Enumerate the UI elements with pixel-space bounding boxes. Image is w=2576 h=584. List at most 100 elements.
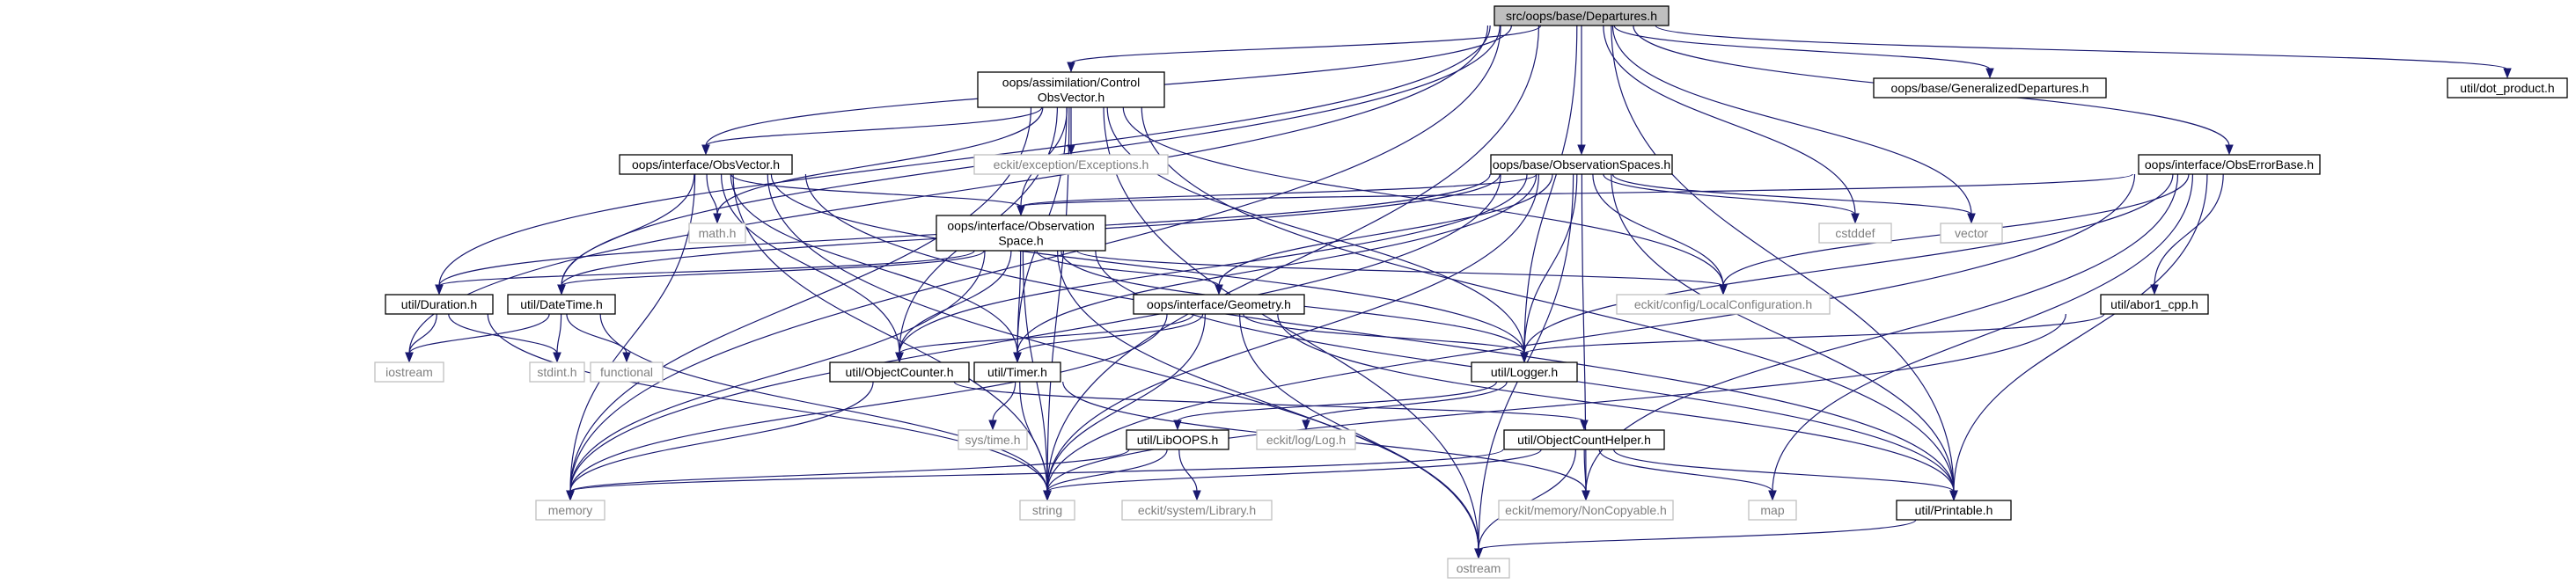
node-box-mathh — [688, 223, 746, 244]
edge-objectcounthelper-to-ostream — [1478, 449, 1576, 551]
node-abor1[interactable]: util/abor1_cpp.h — [2100, 294, 2209, 315]
edge-arrowhead-objectcounthelper-to-memory — [566, 490, 575, 501]
edge-observationspace-to-geometry — [1036, 250, 1220, 287]
node-label-observationspace-line-1: Space.h — [998, 234, 1043, 248]
node-geometry[interactable]: oops/interface/Geometry.h — [1133, 294, 1305, 315]
edge-observationspaces-to-logger — [1523, 173, 1578, 354]
node-label-memory-line-0: memory — [548, 503, 593, 517]
node-label-exceptions-line-0: eckit/exception/Exceptions.h — [994, 157, 1149, 172]
edge-objectcounthelper-to-string — [1046, 449, 1542, 493]
edge-arrowhead-geometry-to-timer — [1013, 352, 1022, 363]
node-box-observationspace — [936, 215, 1106, 252]
node-timer[interactable]: util/Timer.h — [973, 361, 1061, 383]
nodes-layer: src/oops/base/Departures.h oops/assimilat… — [374, 5, 2568, 579]
node-departures[interactable]: src/oops/base/Departures.h — [1493, 5, 1670, 26]
node-logger[interactable]: util/Logger.h — [1471, 361, 1578, 383]
edge-geometry-to-timer — [1016, 313, 1204, 354]
edge-controlobsvector-to-string — [1046, 106, 1070, 493]
edge-obsvector-to-memory — [569, 173, 696, 493]
edge-departures-to-printable — [1611, 25, 1955, 493]
node-box-functional — [590, 361, 664, 383]
node-liboops[interactable]: util/LibOOPS.h — [1126, 429, 1229, 450]
node-box-generalizeddepartures — [1873, 77, 2107, 99]
edge-arrowhead-printable-to-ostream — [1474, 548, 1483, 559]
edge-obserrorbase-to-string — [1046, 173, 2136, 493]
node-objectcounter[interactable]: util/ObjectCounter.h — [829, 361, 970, 383]
edge-arrowhead-logger-to-eckitlog — [1302, 420, 1310, 431]
node-memory: memory — [535, 500, 605, 521]
node-label-controlobsvector-line-1: ObsVector.h — [1038, 91, 1105, 105]
edge-objectcounthelper-to-memory — [569, 449, 1504, 493]
node-dotproduct[interactable]: util/dot_product.h — [2447, 77, 2568, 99]
edge-controlobsvector-to-obsvector — [705, 106, 1043, 147]
edge-controlobsvector-to-memory — [569, 106, 1032, 493]
edge-observationspace-to-objectcounter — [899, 250, 1012, 354]
edge-controlobsvector-to-localconfiguration — [1122, 106, 1724, 287]
node-datetime[interactable]: util/DateTime.h — [507, 294, 616, 315]
node-eckitlibrary: eckit/system/Library.h — [1121, 500, 1273, 521]
edge-controlobsvector-to-logger — [1106, 106, 1525, 354]
node-label-string-line-0: string — [1032, 503, 1062, 517]
node-duration[interactable]: util/Duration.h — [385, 294, 494, 315]
node-box-map — [1748, 500, 1797, 521]
node-box-liboops — [1126, 429, 1229, 450]
node-box-exceptions — [973, 154, 1169, 175]
edge-obsvector-to-string — [732, 173, 1048, 493]
edge-arrowhead-obserrorbase-to-abor1 — [2150, 284, 2159, 296]
edge-departures-to-controlobsvector — [1070, 25, 1542, 64]
edge-abor1-to-string — [1046, 313, 2066, 493]
node-label-obserrorbase-line-0: oops/interface/ObsErrorBase.h — [2145, 157, 2314, 172]
edge-departures-to-string — [1046, 25, 1540, 493]
edge-arrowhead-observationspace-to-geometry — [1215, 284, 1223, 296]
node-box-datetime — [507, 294, 616, 315]
node-printable[interactable]: util/Printable.h — [1896, 500, 2012, 521]
edge-arrowhead-departures-to-controlobsvector — [1067, 62, 1075, 73]
edge-arrowhead-geometry-to-objectcounter — [895, 352, 904, 363]
edge-arrowhead-controlobsvector-to-obsvector — [701, 144, 710, 156]
edge-arrowhead-abor1-to-logger — [1520, 352, 1529, 363]
edge-objectcounter-to-memory — [569, 381, 874, 493]
node-box-objectcounter — [829, 361, 970, 383]
node-box-abor1 — [2100, 294, 2209, 315]
edge-observationspace-to-timer — [1016, 250, 1022, 354]
node-label-vector-line-0: vector — [1955, 226, 1988, 240]
edge-printable-to-ostream — [1478, 519, 1917, 551]
node-label-liboops-line-0: util/LibOOPS.h — [1137, 433, 1219, 447]
edge-duration-to-stdint — [448, 313, 558, 354]
edge-observationspaces-to-localconfiguration — [1592, 173, 1724, 287]
edge-arrowhead-objectcounthelper-to-map — [1768, 490, 1777, 501]
edge-arrowhead-observationspace-to-duration — [435, 284, 444, 296]
edge-arrowhead-departures-to-obserrorbase — [2225, 144, 2234, 156]
node-label-systime-line-0: sys/time.h — [965, 433, 1020, 447]
edge-arrowhead-departures-to-observationspaces — [1577, 144, 1586, 156]
edge-observationspaces-to-observationspace — [1020, 173, 1538, 208]
node-box-vector — [1940, 223, 2003, 244]
node-label-geometry-line-0: oops/interface/Geometry.h — [1147, 297, 1291, 311]
node-observationspace[interactable]: oops/interface/ObservationSpace.h — [936, 215, 1106, 252]
node-box-observationspaces — [1490, 154, 1673, 175]
node-generalizeddepartures[interactable]: oops/base/GeneralizedDepartures.h — [1873, 77, 2107, 99]
edge-objectcounthelper-to-printable — [1613, 449, 1955, 493]
node-label-departures-line-0: src/oops/base/Departures.h — [1506, 9, 1657, 23]
edge-objectcounthelper-to-noncopyable — [1583, 449, 1587, 493]
node-label-abor1-line-0: util/abor1_cpp.h — [2110, 297, 2198, 311]
edge-timer-to-string — [1019, 381, 1048, 493]
node-obsvector[interactable]: oops/interface/ObsVector.h — [619, 154, 793, 175]
node-map: map — [1748, 500, 1797, 521]
node-label-map-line-0: map — [1760, 503, 1784, 517]
node-observationspaces[interactable]: oops/base/ObservationSpaces.h — [1490, 154, 1673, 175]
node-box-dotproduct — [2447, 77, 2568, 99]
node-objectcounthelper[interactable]: util/ObjectCountHelper.h — [1503, 429, 1665, 450]
node-obserrorbase[interactable]: oops/interface/ObsErrorBase.h — [2138, 154, 2321, 175]
node-box-iostream — [374, 361, 444, 383]
edges-layer — [405, 25, 2512, 559]
edge-arrowhead-observationspace-to-datetime — [557, 284, 566, 296]
edge-departures-to-generalizeddepartures — [1613, 25, 1991, 70]
edge-arrowhead-liboops-to-eckitlibrary — [1193, 490, 1201, 501]
edge-arrowhead-objectcounthelper-to-noncopyable — [1582, 490, 1590, 501]
edge-obsvector-to-logger — [770, 173, 1525, 354]
edge-obsvector-to-mathh — [706, 173, 718, 215]
edge-obserrorbase-to-abor1 — [2154, 173, 2224, 287]
